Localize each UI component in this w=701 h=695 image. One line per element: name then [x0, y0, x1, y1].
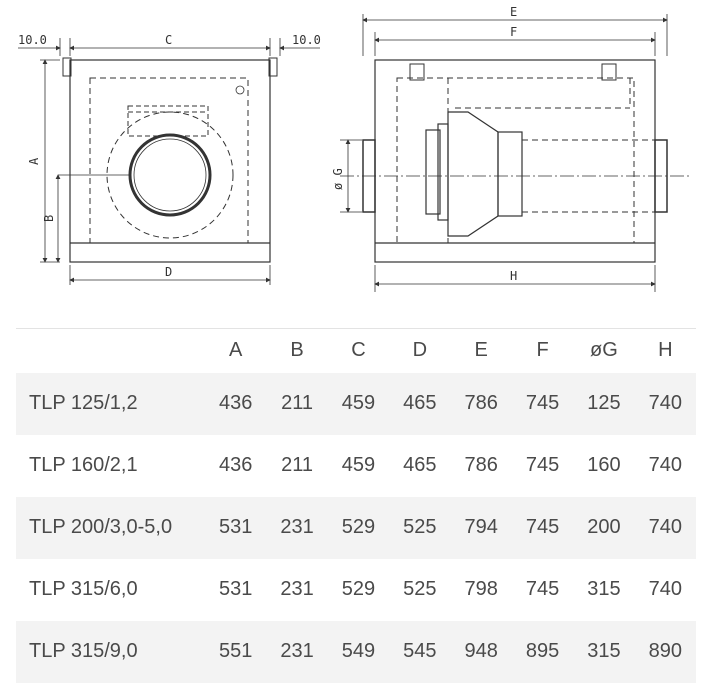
front-view — [58, 57, 278, 263]
dim-label-front-c: C — [165, 33, 172, 47]
header-a: A — [229, 339, 243, 362]
value-cell: 740 — [648, 454, 682, 476]
table-row: TLP 125/1,2 436 211 459 465 786 745 125 … — [16, 372, 696, 435]
value-cell: 315 — [587, 578, 621, 600]
value-cell: 200 — [587, 516, 621, 538]
dim-label-a: A — [27, 157, 41, 165]
value-cell: 231 — [280, 640, 314, 662]
table-row: TLP 160/2,1 436 211 459 465 786 745 160 … — [16, 435, 696, 497]
front-view-dimensions — [18, 38, 320, 285]
table-header-row: A B C D E F øG H — [16, 328, 696, 373]
value-cell: 549 — [341, 640, 376, 662]
value-cell: 786 — [464, 454, 498, 476]
value-cell: 125 — [587, 392, 621, 414]
header-h: H — [658, 339, 673, 362]
dim-label-b: B — [42, 215, 56, 222]
dim-label-h: H — [510, 269, 517, 283]
value-cell: 211 — [281, 392, 313, 414]
dimensions-table: A B C D E F øG H TLP 125/1,2 436 211 459… — [16, 328, 696, 683]
value-cell: 745 — [525, 516, 560, 538]
value-cell: 531 — [219, 516, 253, 538]
duct-connection-circle — [128, 133, 212, 217]
model-cell: TLP 125/1,2 — [29, 392, 138, 414]
table-row: TLP 315/6,0 531 231 529 525 798 745 315 … — [16, 559, 696, 621]
header-e: E — [474, 339, 488, 362]
value-cell: 531 — [219, 578, 253, 600]
value-cell: 211 — [281, 454, 313, 476]
side-view — [340, 59, 690, 263]
header-c: C — [351, 339, 366, 362]
value-cell: 794 — [464, 516, 498, 538]
dim-label-d: D — [165, 265, 172, 279]
value-cell: 529 — [341, 578, 376, 600]
value-cell: 231 — [280, 516, 314, 538]
value-cell: 465 — [403, 454, 437, 476]
value-cell: 740 — [648, 516, 682, 538]
value-cell: 525 — [403, 516, 437, 538]
value-cell: 798 — [464, 578, 498, 600]
header-b: B — [290, 339, 304, 362]
value-cell: 529 — [341, 516, 376, 538]
value-cell: 895 — [525, 640, 560, 662]
table-row: TLP 315/9,0 551 231 549 545 948 895 315 … — [16, 620, 696, 683]
front-view-housing — [69, 59, 271, 263]
dim-label-g: ø G — [331, 168, 345, 190]
dim-label-front-left: 10.0 — [18, 33, 47, 47]
value-cell: 231 — [280, 578, 314, 600]
value-cell: 436 — [219, 454, 253, 476]
value-cell: 948 — [464, 640, 498, 662]
value-cell: 459 — [341, 454, 376, 476]
value-cell: 745 — [525, 578, 560, 600]
side-view-housing — [374, 59, 656, 263]
header-f: F — [536, 339, 549, 362]
model-cell: TLP 315/6,0 — [29, 578, 138, 600]
value-cell: 890 — [648, 640, 682, 662]
value-cell: 545 — [403, 640, 437, 662]
value-cell: 786 — [464, 392, 498, 414]
value-cell: 160 — [587, 454, 621, 476]
value-cell: 745 — [525, 392, 560, 414]
model-cell: TLP 200/3,0-5,0 — [29, 516, 173, 538]
value-cell: 740 — [648, 578, 682, 600]
header-g: øG — [590, 339, 618, 362]
value-cell: 551 — [219, 640, 253, 662]
value-cell: 525 — [403, 578, 437, 600]
value-cell: 745 — [525, 454, 560, 476]
value-cell: 465 — [403, 392, 437, 414]
value-cell: 315 — [587, 640, 621, 662]
model-cell: TLP 160/2,1 — [29, 454, 138, 476]
value-cell: 459 — [341, 392, 376, 414]
value-cell: 436 — [219, 392, 253, 414]
value-cell: 740 — [648, 392, 682, 414]
dim-label-f: F — [510, 25, 517, 39]
model-cell: TLP 315/9,0 — [29, 640, 138, 662]
side-view-dimensions — [340, 14, 668, 292]
dim-label-e: E — [510, 5, 517, 19]
header-model — [16, 329, 205, 373]
header-d: D — [412, 339, 428, 362]
technical-drawing: 10.0 C 10.0 A B D — [18, 5, 690, 292]
table-row: TLP 200/3,0-5,0 531 231 529 525 794 745 … — [16, 496, 696, 559]
dim-label-front-right: 10.0 — [292, 33, 321, 47]
